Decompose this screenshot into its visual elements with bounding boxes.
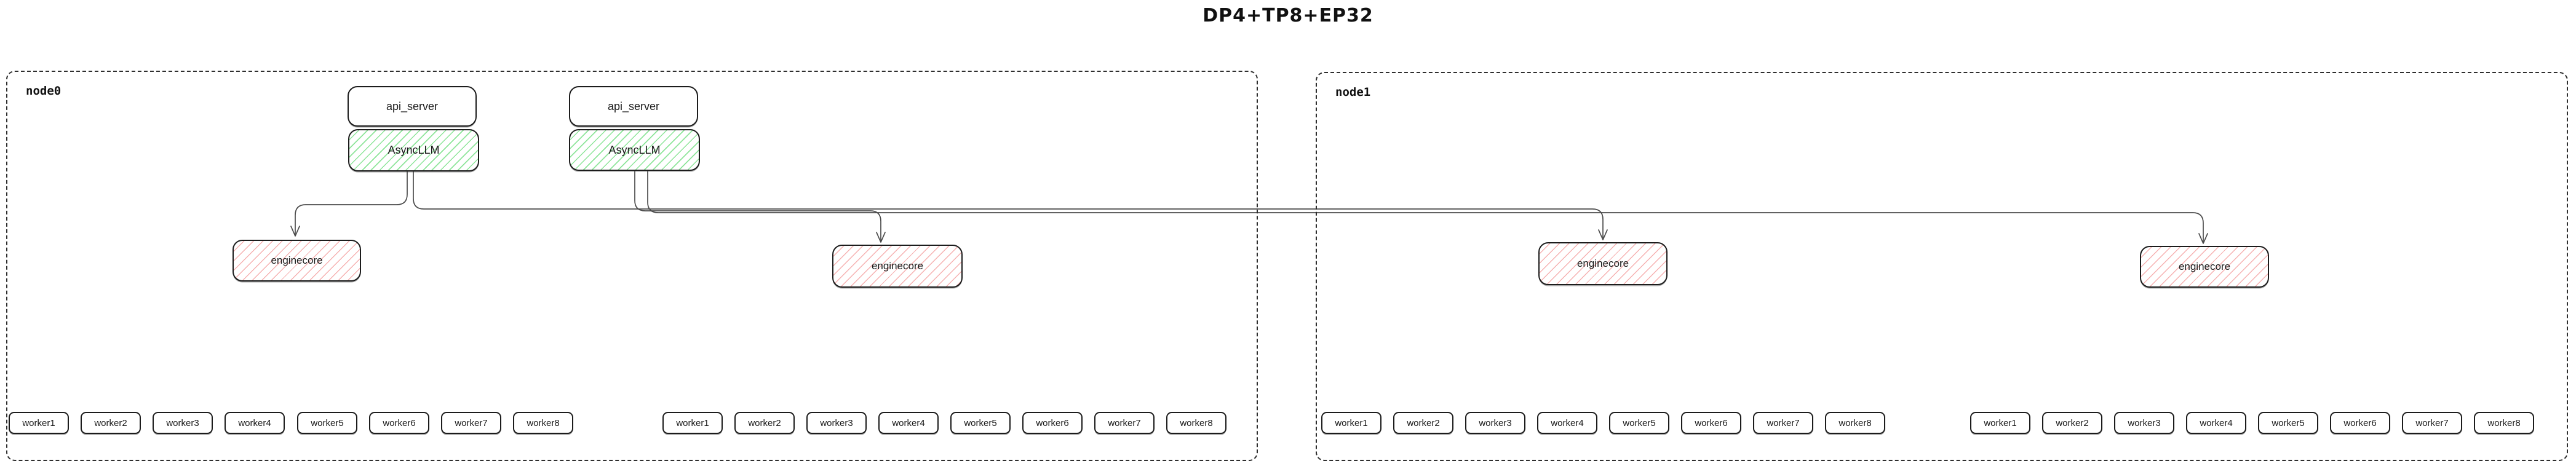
arrowhead-enginecore3 — [1598, 229, 1608, 240]
edge-asyncllm2-to-enginecore4 — [647, 170, 2204, 243]
worker-box: worker6 — [2330, 412, 2390, 434]
arrowhead-enginecore1 — [290, 226, 300, 237]
worker-box: worker1 — [1321, 412, 1381, 434]
worker-box: worker4 — [878, 412, 939, 434]
worker-box: worker4 — [225, 412, 285, 434]
worker-box: worker2 — [81, 412, 141, 434]
edge-asyncllm2-to-enginecore2 — [634, 170, 881, 242]
edge-asyncllm1-to-enginecore1 — [295, 171, 408, 235]
worker-box: worker7 — [1094, 412, 1155, 434]
enginecore-2-box: enginecore — [832, 245, 963, 288]
worker-box: worker7 — [2402, 412, 2462, 434]
worker-box: worker5 — [1609, 412, 1669, 434]
worker-box: worker7 — [1753, 412, 1813, 434]
worker-box: worker7 — [441, 412, 501, 434]
async-llm-1-box: AsyncLLM — [348, 129, 479, 171]
worker-box: worker8 — [513, 412, 573, 434]
worker-box: worker4 — [1537, 412, 1597, 434]
enginecore-3-box: enginecore — [1538, 242, 1668, 285]
worker-box: worker1 — [1970, 412, 2030, 434]
async-llm-2-box: AsyncLLM — [569, 129, 700, 171]
node1-frame: node1 — [1316, 72, 2568, 461]
enginecore-1-box: enginecore — [233, 240, 361, 282]
node0-frame: node0 — [6, 71, 1258, 461]
worker-box: worker5 — [950, 412, 1011, 434]
worker-box: worker3 — [2114, 412, 2174, 434]
worker-box: worker6 — [369, 412, 429, 434]
worker-box: worker2 — [734, 412, 795, 434]
arrowhead-enginecore2 — [876, 232, 886, 243]
arrowhead-enginecore4 — [2198, 233, 2208, 244]
worker-box: worker6 — [1681, 412, 1741, 434]
node1-label: node1 — [1335, 85, 1371, 99]
worker-box: worker3 — [806, 412, 867, 434]
worker-box: worker5 — [297, 412, 357, 434]
worker-box: worker4 — [2186, 412, 2246, 434]
worker-box: worker3 — [1465, 412, 1525, 434]
enginecore-4-box: enginecore — [2140, 246, 2269, 288]
worker-box: worker1 — [662, 412, 723, 434]
diagram-title: DP4+TP8+EP32 — [1203, 5, 1373, 26]
node0-label: node0 — [26, 84, 62, 98]
edge-asyncllm1-to-enginecore3 — [413, 171, 1604, 239]
worker-box: worker1 — [9, 412, 69, 434]
worker-box: worker8 — [2474, 412, 2534, 434]
worker-box: worker6 — [1022, 412, 1083, 434]
api-server-1-box: api_server — [348, 86, 477, 127]
worker-box: worker8 — [1166, 412, 1226, 434]
worker-box: worker5 — [2258, 412, 2318, 434]
worker-box: worker2 — [2042, 412, 2102, 434]
api-server-2-box: api_server — [569, 86, 698, 127]
worker-box: worker2 — [1393, 412, 1453, 434]
worker-box: worker3 — [153, 412, 213, 434]
worker-box: worker8 — [1825, 412, 1885, 434]
